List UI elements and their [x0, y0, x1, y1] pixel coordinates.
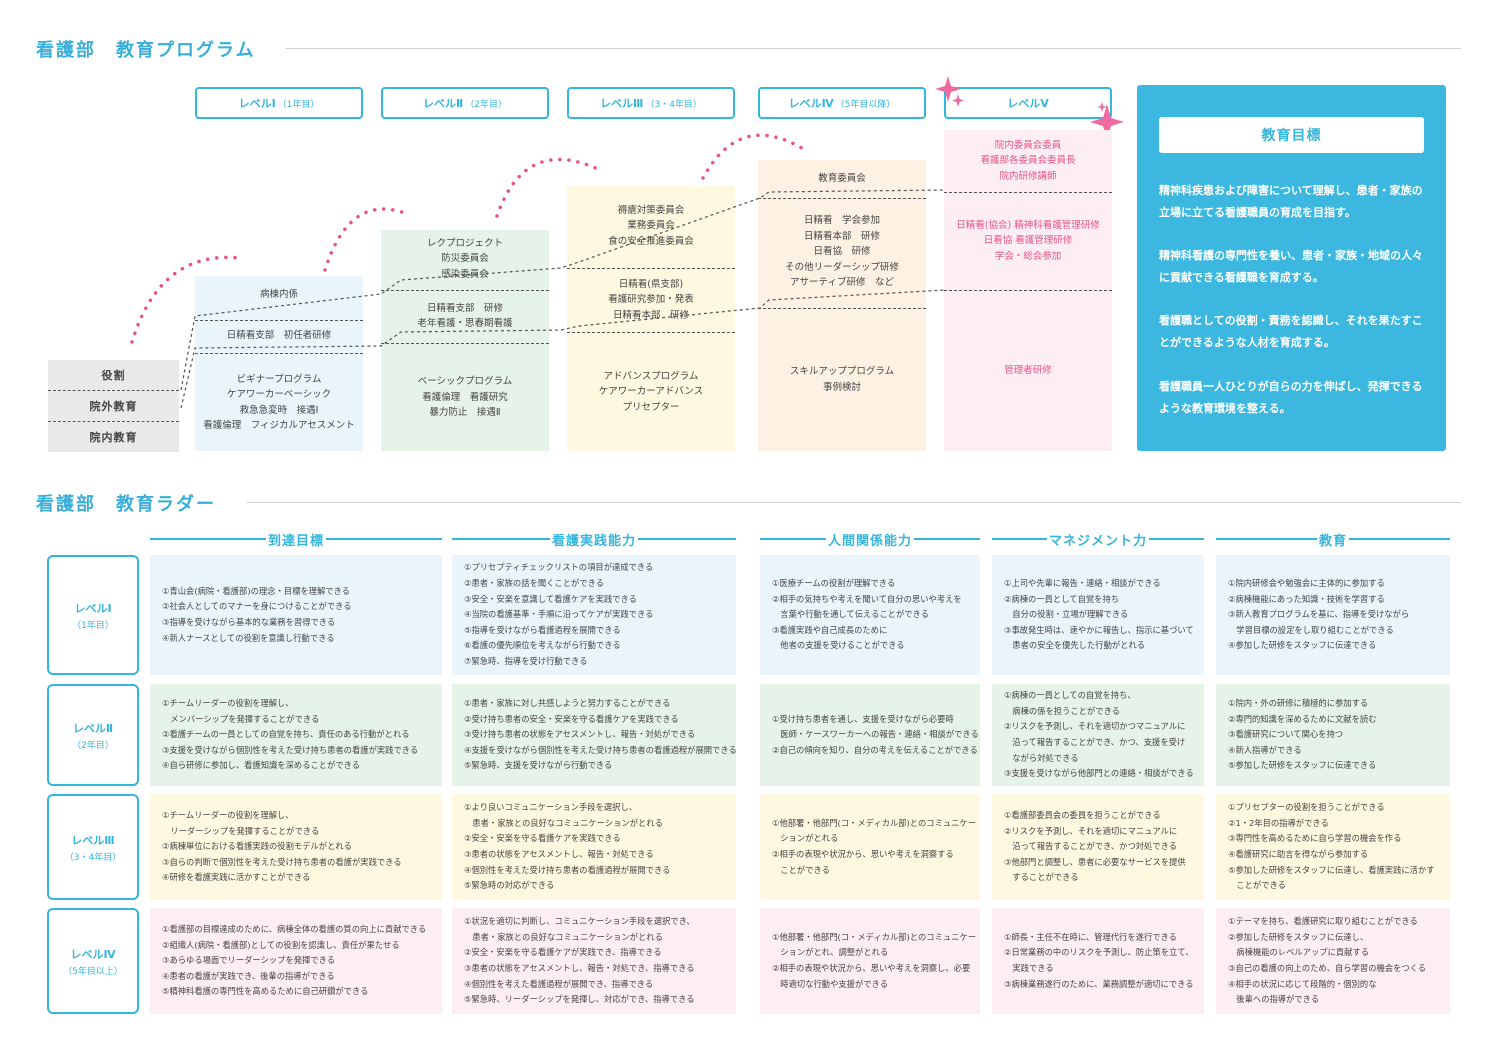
ladder-header-management: マネジメント力	[992, 529, 1205, 549]
goal-item: 精神科看護の専門性を養い、患者・家族・地域の人々に貢献できる看護職を育成する。	[1159, 249, 1423, 284]
ladder-header-practice: 看護実践能力	[452, 529, 737, 549]
ladder-header-education: 教育	[1216, 529, 1451, 549]
ladder-header-goal: 到達目標	[150, 529, 443, 549]
program-column-level-3: 褥瘡対策委員会 業務委員会 食の安全推進委員会 日精看(県支部) 看護研究参加・…	[567, 186, 735, 451]
program-column-level-1: 病棟内係 日精看支部 初任者研修 ビギナープログラム ケアワーカーベーシック 救…	[195, 276, 363, 451]
internal-cell: スキルアッププログラム 事例検討	[789, 366, 895, 393]
ladder-cell: ①看護部委員会の委員を担うことができる ②リスクを予測し、それを適切にマニュアル…	[992, 794, 1204, 900]
row-label-divider	[48, 421, 179, 422]
ladder-cell: ①他部署・他部門(コ・メディカル部)とのコミュニケー ションがとれ、調整がとれる…	[760, 908, 980, 1014]
goal-item: 精神科疾患および障害について理解し、患者・家族の立場に立てる看護職員の育成を目指…	[1159, 184, 1423, 219]
row-label-role: 役割	[48, 360, 179, 390]
dashed-divider	[381, 290, 549, 291]
ladder-cell: ①看護部の目標達成のために、病棟全体の看護の質の向上に貢献できる ②組織人(病院…	[150, 908, 442, 1014]
program-title-rule	[286, 48, 1461, 49]
education-goals-title: 教育目標	[1159, 117, 1424, 153]
ladder-cell: ①師長・主任不在時に、管理代行を遂行できる ②日常業務の中のリスクを予測し、防止…	[992, 908, 1204, 1014]
ladder-section-title: 看護部 教育ラダー	[36, 494, 216, 515]
role-cell: レクプロジェクト 防災委員会 感染委員会	[426, 237, 503, 280]
level-3-header: レベルⅢ（3・4年目）	[567, 87, 735, 119]
role-cell: 院内委員会委員 看護部各委員会委員長 院内研修講師	[980, 139, 1076, 182]
ladder-cell: ①他部署・他部門(コ・メディカル部)とのコミュニケー ションがとれる ②相手の表…	[760, 794, 980, 900]
ladder-cell: ①医療チームの役割が理解できる ②相手の気持ちや考えを聞いて自分の思いや考えを …	[760, 555, 980, 675]
dashed-divider	[758, 198, 926, 199]
ladder-level-4: レベルⅣ（5年目以上）	[47, 908, 139, 1014]
ladder-title-rule	[247, 502, 1461, 503]
goal-item: 看護職としての役割・責務を認識し、それを果たすことができるような人材を育成する。	[1159, 314, 1423, 349]
program-section-title: 看護部 教育プログラム	[36, 40, 256, 61]
internal-cell: 管理者研修	[1004, 365, 1052, 377]
dashed-divider	[381, 343, 549, 344]
ladder-header-relations: 人間関係能力	[760, 529, 981, 549]
row-label-internal: 院内教育	[48, 422, 179, 452]
row-label-divider	[48, 390, 179, 391]
ladder-level-3: レベルⅢ（3・4年目）	[47, 794, 139, 900]
ladder-cell: ①青山会(病院・看護部)の理念・目標を理解できる ②社会人としてのマナーを身につ…	[150, 555, 442, 675]
ladder-cell: ①院内研修会や勉強会に主体的に参加する ②病棟機能にあった知識・技術を学習する …	[1216, 555, 1450, 675]
program-column-level-5: 院内委員会委員 看護部各委員会委員長 院内研修講師 日精看(協会) 精神科看護管…	[944, 130, 1112, 451]
internal-cell: ベーシックプログラム 看護倫理 看護研究 暴力防止 接遇Ⅱ	[417, 376, 513, 419]
ladder-cell: ①プリセプターの役割を担うことができる ②1・2年目の指導ができる ③専門性を高…	[1216, 794, 1450, 900]
ladder-cell: ①テーマを持ち、看護研究に取り組むことができる ②参加した研修をスタッフに伝達し…	[1216, 908, 1450, 1014]
ladder-cell: ①チームリーダーの役割を理解し、 メンバーシップを発揮することができる ②看護チ…	[150, 684, 442, 786]
external-cell: 日精看支部 研修 老年看護・思春期看護	[417, 302, 513, 330]
ladder-cell: ①患者・家族に対し共感しようと努力することができる ②受け持ち患者の安全・安楽を…	[452, 684, 737, 786]
ladder-cell: ①より良いコミュニケーション手段を選択し、 患者・家族との良好なコミュニケーショ…	[452, 794, 736, 900]
row-label-external: 院外教育	[48, 391, 179, 421]
step-connectors	[180, 189, 946, 409]
external-cell: 日精看 学会参加 日精看本部 研修 日看協 研修 その他リーダーシップ研修 アサ…	[785, 215, 899, 289]
dashed-divider	[944, 290, 1112, 291]
dashed-divider	[944, 192, 1112, 193]
external-cell: 日精看(協会) 精神科看護管理研修 日看協 看護管理研修 学会・総会参加	[956, 219, 1100, 262]
ladder-level-1: レベルⅠ（1年目）	[47, 555, 139, 675]
ladder-cell: ①状況を適切に判断し、コミュニケーション手段を選択でき、 患者・家族との良好なコ…	[452, 908, 736, 1014]
program-column-level-2: レクプロジェクト 防災委員会 感染委員会 日精看支部 研修 老年看護・思春期看護…	[381, 230, 549, 451]
ladder-cell: ①チームリーダーの役割を理解し、 リーダーシップを発揮することができる ②病棟単…	[150, 794, 442, 900]
education-goals-panel: 教育目標 精神科疾患および障害について理解し、患者・家族の立場に立てる看護職員の…	[1137, 85, 1446, 451]
dashed-divider	[758, 308, 926, 309]
ladder-cell: ①病棟の一員としての自覚を持ち、 病棟の係を担うことができる ②リスクを予測し、…	[992, 684, 1204, 786]
dashed-divider	[195, 353, 363, 354]
ladder-cell: ①院内・外の研修に積極的に参加する ②専門的知識を深めるために文献を読む ③看護…	[1216, 684, 1450, 786]
dashed-divider	[567, 268, 735, 269]
role-cell: 褥瘡対策委員会 業務委員会 食の安全推進委員会	[608, 204, 694, 247]
role-cell: 教育委員会	[818, 173, 866, 185]
dashed-divider	[195, 320, 363, 321]
level-2-header: レベルⅡ（2年目）	[381, 87, 549, 119]
external-cell: 日精看支部 初任者研修	[226, 329, 332, 341]
ladder-level-2: レベルⅡ（2年目）	[47, 684, 139, 786]
sparkle-icon	[935, 76, 1124, 140]
level-4-header: レベルⅣ（5年目以降）	[758, 87, 926, 119]
program-column-level-4: 教育委員会 日精看 学会参加 日精看本部 研修 日看協 研修 その他リーダーシッ…	[758, 160, 926, 451]
role-cell: 病棟内係	[259, 289, 298, 301]
internal-cell: ビギナープログラム ケアワーカーベーシック 救急急変時 接遇Ⅰ 看護倫理 フィジ…	[203, 373, 355, 432]
level-1-header: レベルⅠ（1年目）	[195, 87, 363, 119]
goal-item: 看護職員一人ひとりが自らの力を伸ばし、発揮できるような教育環境を整える。	[1159, 380, 1423, 415]
external-cell: 日精看(県支部) 看護研究参加・発表 日精看本部 研修	[608, 278, 694, 321]
dashed-divider	[567, 332, 735, 333]
level-5-header: レベルⅤ	[944, 87, 1112, 119]
internal-cell: アドバンスプログラム ケアワーカーアドバンス プリセプター	[598, 370, 704, 413]
ladder-cell: ①受け持ち患者を通し、支援を受けながら必要時 医師・ケースワーカーへの報告・連絡…	[760, 684, 980, 786]
ladder-cell: ①プリセプティチェックリストの項目が達成できる ②患者・家族の話を聞くことができ…	[452, 555, 736, 675]
ladder-cell: ①上司や先輩に報告・連絡・相談ができる ②病棟の一員として自覚を持ち 自分の役割…	[992, 555, 1204, 675]
progression-arcs	[130, 133, 807, 344]
